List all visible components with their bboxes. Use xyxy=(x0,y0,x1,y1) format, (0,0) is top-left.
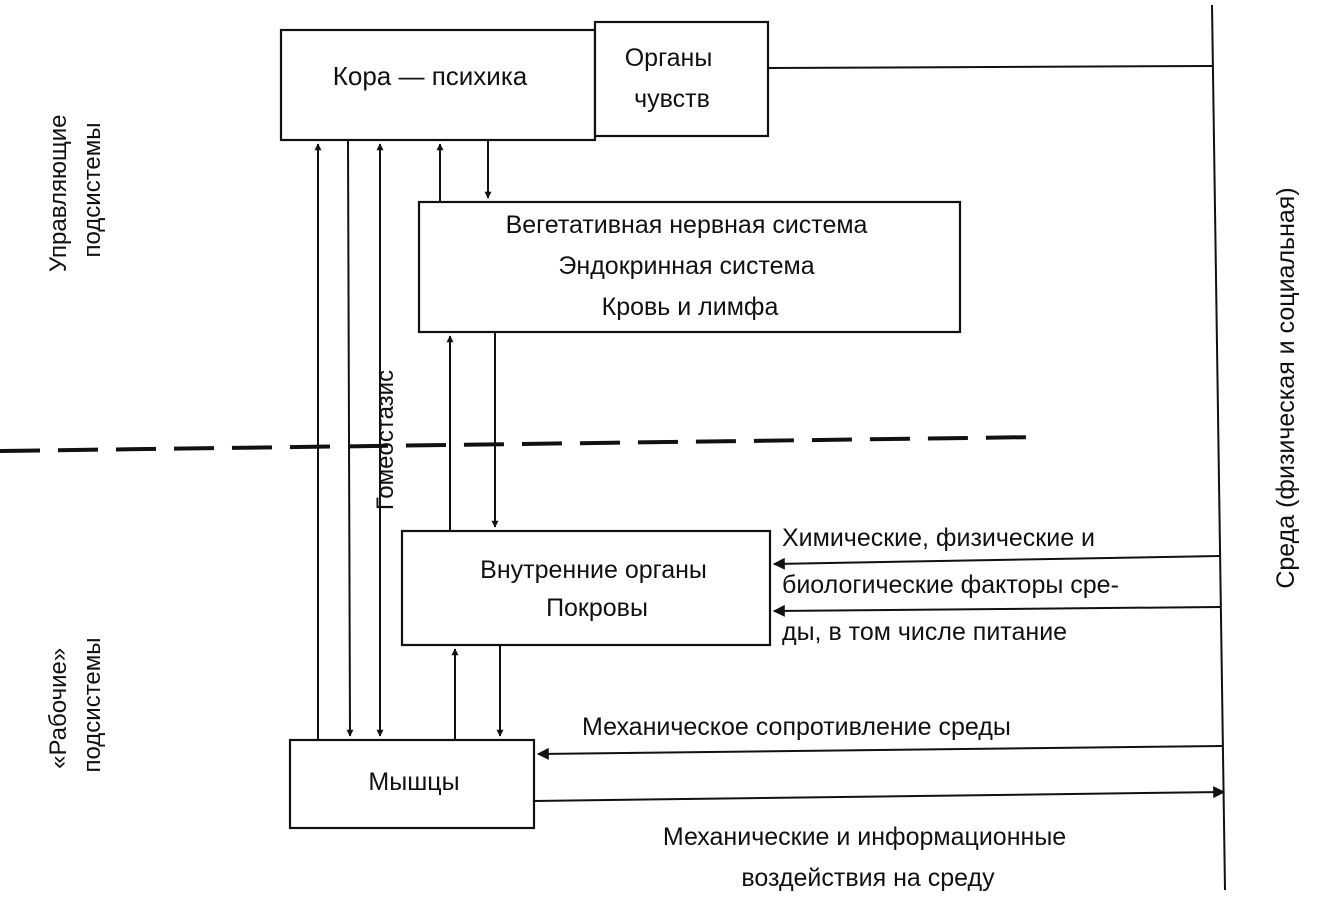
senses-box xyxy=(593,20,770,138)
control-subsystems-label: Управляющие подсистемы xyxy=(45,108,106,272)
subsystem-divider xyxy=(0,435,1041,453)
working-subsystems-label: «Рабочие» подсистемы xyxy=(45,637,106,772)
factors-arrow-lower xyxy=(772,604,1221,617)
cortex-label: Кора — психика xyxy=(333,61,528,91)
impact-arrow xyxy=(533,786,1226,802)
environment-label: Среда (физическая и социальная) xyxy=(1272,187,1300,588)
internal-organs-label: Внутренние органы Покровы xyxy=(480,556,714,622)
muscles-label: Мышцы xyxy=(368,768,459,796)
senses-label: Органы чувств xyxy=(625,44,720,113)
vegetative-label: Вегетативная нервная система Эндокринная… xyxy=(506,211,875,321)
factors-label: Химические, физические и биологические ф… xyxy=(782,524,1126,646)
factors-arrow-upper xyxy=(772,555,1221,570)
internal-organs-box xyxy=(400,529,772,647)
vegetative-box xyxy=(417,200,962,334)
homeostasis-label: Гомеостазис xyxy=(372,370,399,510)
environment-line xyxy=(1211,4,1226,891)
cortex-box xyxy=(279,28,597,142)
arrow-cortex-to-muscles xyxy=(346,139,354,737)
muscles-box xyxy=(288,738,536,830)
resistance-label: Механическое сопротивление среды xyxy=(582,713,1011,741)
resistance-arrow xyxy=(536,745,1223,760)
senses-environment-link xyxy=(767,65,1213,69)
impacts-label: Механические и информационные воздействи… xyxy=(663,823,1073,892)
